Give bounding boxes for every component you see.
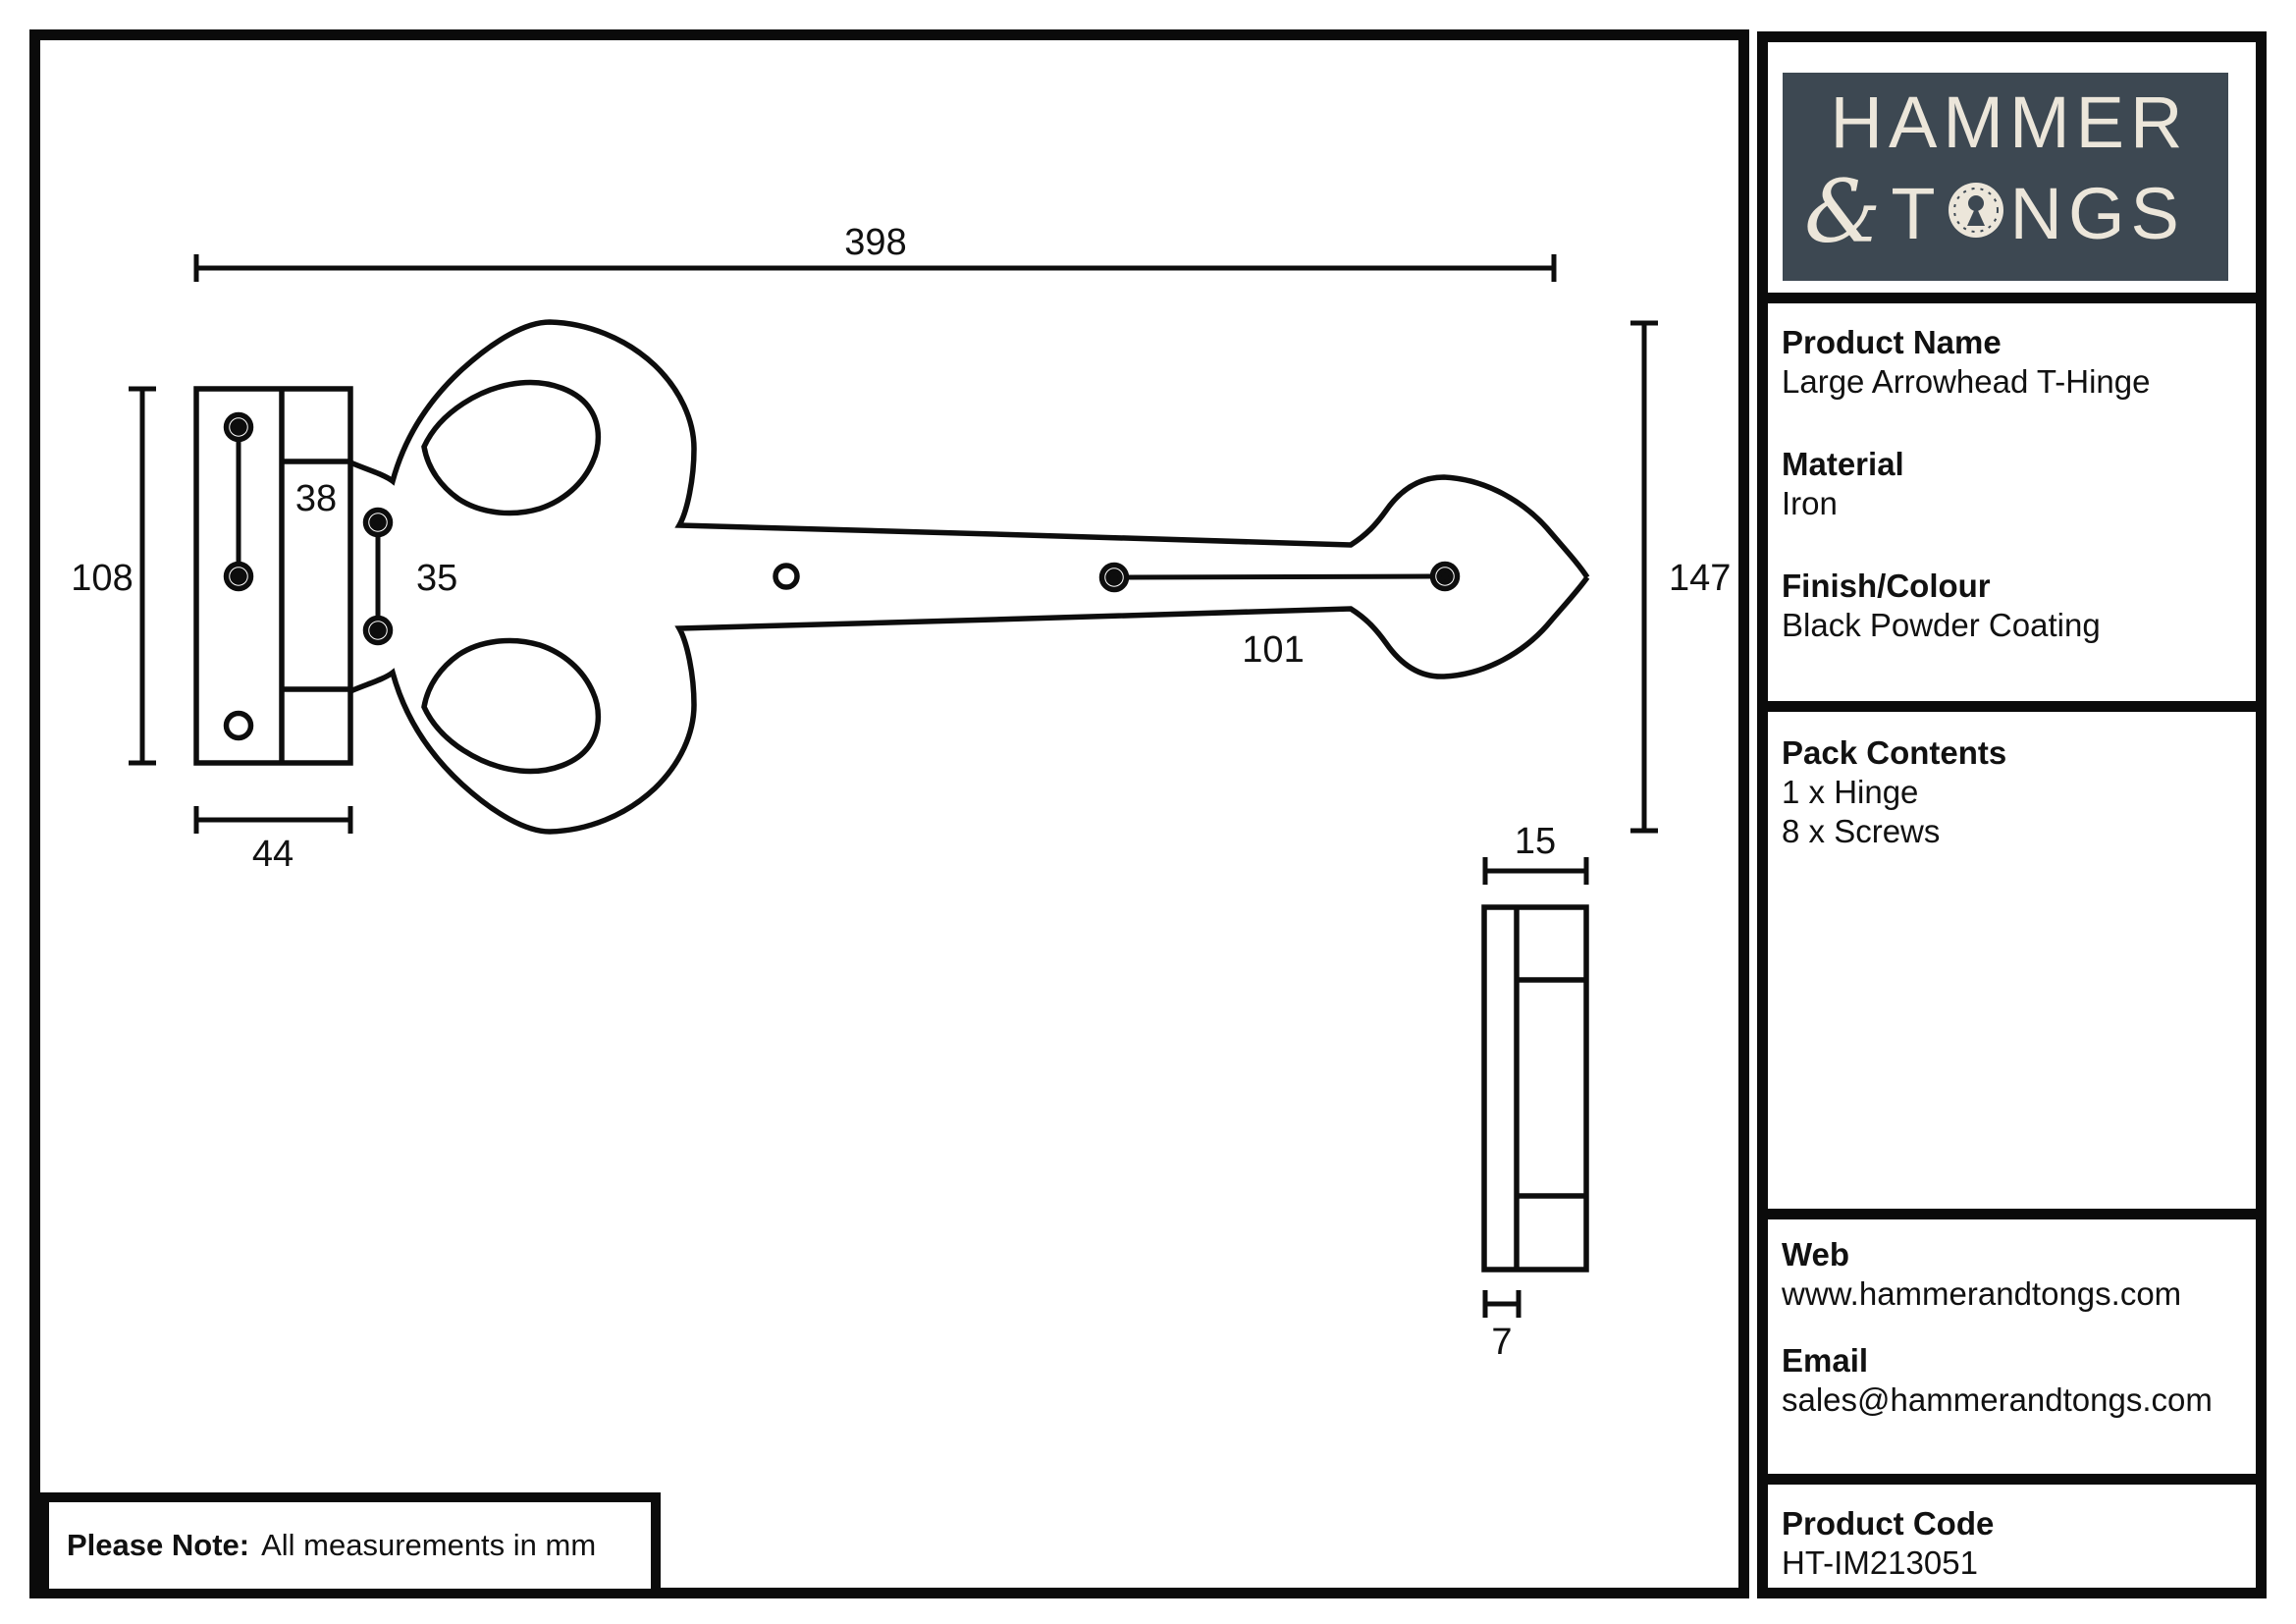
measurement-note: Please Note: All measurements in mm <box>39 1492 661 1598</box>
product-code-value: HT-IM213051 <box>1782 1544 1978 1581</box>
material-value: Iron <box>1782 485 1838 521</box>
dim-label-147: 147 <box>1669 558 1731 599</box>
dim-label-101: 101 <box>1242 629 1304 671</box>
arm-plain-hole <box>773 563 800 590</box>
material-heading: Material <box>1782 446 1904 482</box>
product-code-panel: Product Code HT-IM213051 <box>1757 1474 2267 1598</box>
hammer-and-tongs-logo: HAMMER & T NGS <box>1783 73 2228 281</box>
hinge-front-view <box>193 319 1590 835</box>
dimension-labels: 398 108 44 38 35 101 147 15 7 <box>71 222 1731 1363</box>
finish-value: Black Powder Coating <box>1782 607 2101 643</box>
dim-label-15: 15 <box>1515 821 1556 862</box>
dim-label-398: 398 <box>844 222 906 263</box>
logo-line2: & T NGS <box>1804 161 2185 262</box>
decorative-horn-lower-inner <box>421 637 602 775</box>
hinge-plate <box>193 386 353 766</box>
dim-label-35: 35 <box>416 558 457 599</box>
dim-label-108: 108 <box>71 558 133 599</box>
ampersand-glyph: & <box>1804 161 1882 262</box>
product-name-value: Large Arrowhead T-Hinge <box>1782 363 2151 400</box>
dim-label-38: 38 <box>295 478 337 519</box>
dim-plate-width <box>193 806 353 834</box>
keyhole-icon <box>1946 180 2006 252</box>
pack-item: 1 x Hinge <box>1782 774 1919 810</box>
logo-line1: HAMMER <box>1830 81 2189 163</box>
product-code-heading: Product Code <box>1782 1505 1995 1542</box>
dim-side-thickness <box>1482 1290 1522 1318</box>
pack-contents-panel: Pack Contents 1 x Hinge 8 x Screws <box>1757 701 2267 1219</box>
email-value: sales@hammerandtongs.com <box>1782 1381 2213 1418</box>
logo-line2-t: T <box>1891 173 1942 254</box>
note-text: All measurements in mm <box>261 1528 597 1562</box>
dim-label-7: 7 <box>1491 1322 1512 1363</box>
email-heading: Email <box>1782 1342 1869 1379</box>
contact-panel: Web www.hammerandtongs.com Email sales@h… <box>1757 1209 2267 1485</box>
hinge-arm-bottom-edge <box>348 575 1590 835</box>
logo-box: HAMMER & T NGS <box>1757 31 2267 304</box>
arm-screw-holes <box>773 561 1461 593</box>
product-name-heading: Product Name <box>1782 324 2002 360</box>
plate-plain-hole <box>223 710 254 741</box>
dimension-lines <box>129 254 1658 1318</box>
note-label: Please Note: <box>67 1528 250 1562</box>
web-heading: Web <box>1782 1236 1850 1272</box>
finish-heading: Finish/Colour <box>1782 568 1991 604</box>
product-info-panel: Product Name Large Arrowhead T-Hinge Mat… <box>1757 293 2267 712</box>
dim-overall-length <box>193 254 1557 282</box>
web-value: www.hammerandtongs.com <box>1782 1275 2182 1312</box>
decorative-horn-upper-inner <box>421 379 602 516</box>
dim-plate-height <box>129 386 156 766</box>
dim-overall-height <box>1630 320 1658 834</box>
dim-side-width <box>1482 857 1589 885</box>
dim-label-44: 44 <box>252 834 294 875</box>
hinge-arm-top-edge <box>348 319 1590 579</box>
drawing-area-border <box>29 29 1749 1598</box>
mid-screw-holes <box>362 507 394 646</box>
pack-item: 8 x Screws <box>1782 813 1941 849</box>
hinge-side-view <box>1481 904 1589 1272</box>
plate-screw-holes <box>223 411 254 741</box>
logo-line2-ngs: NGS <box>2009 173 2185 254</box>
pack-contents-heading: Pack Contents <box>1782 734 2007 771</box>
